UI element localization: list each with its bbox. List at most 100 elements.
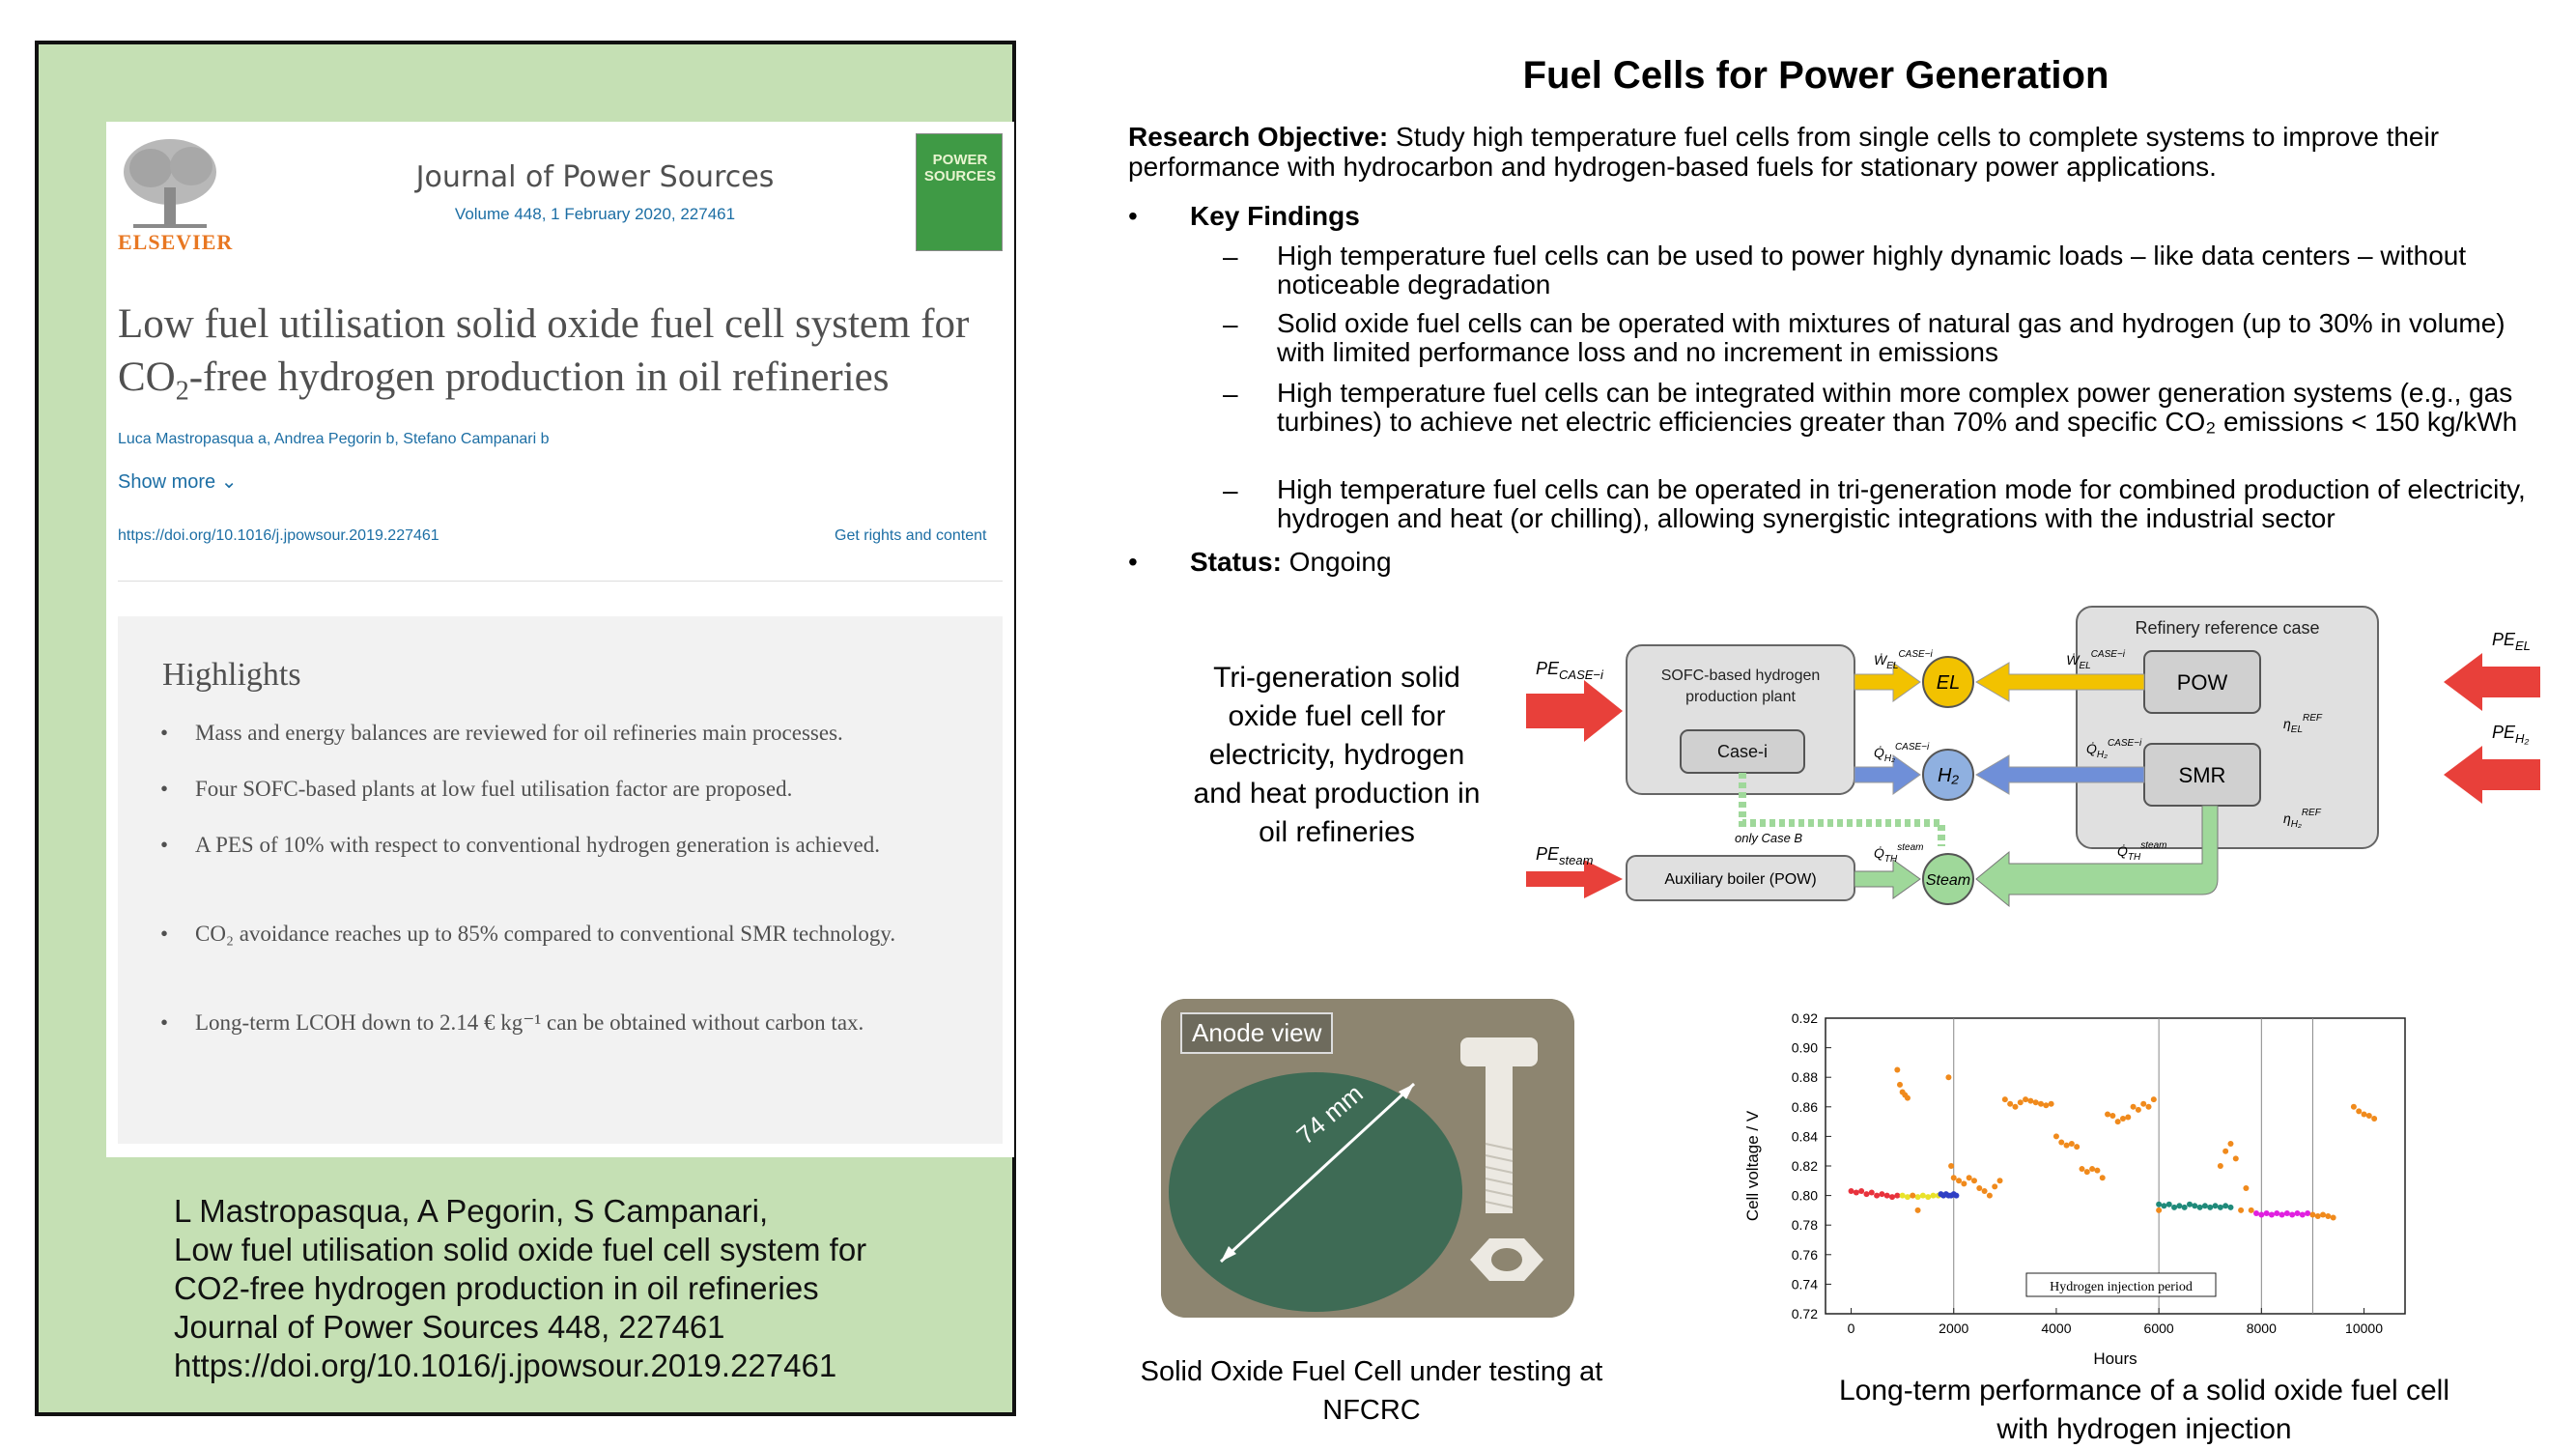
data-point xyxy=(1889,1194,1896,1201)
data-point xyxy=(2023,1096,2029,1103)
data-point xyxy=(2222,1148,2229,1154)
paper-title-co: CO xyxy=(118,355,176,400)
x-tick-label: 0 xyxy=(1848,1321,1855,1336)
data-point xyxy=(2365,1112,2372,1119)
data-point xyxy=(2145,1103,2152,1110)
data-point xyxy=(2207,1204,2214,1210)
data-point xyxy=(2079,1166,2085,1173)
paper-screenshot: ELSEVIER Journal of Power Sources Volume… xyxy=(106,122,1014,1157)
data-point xyxy=(2074,1144,2081,1151)
highlight-text: A PES of 10% with respect to conventiona… xyxy=(195,833,880,857)
x-tick-label: 2000 xyxy=(1939,1321,1968,1336)
data-point xyxy=(1863,1191,1870,1198)
divider xyxy=(118,581,1003,582)
data-point xyxy=(2125,1114,2132,1121)
data-point xyxy=(2309,1211,2316,1218)
data-point xyxy=(2253,1209,2260,1216)
data-point xyxy=(2109,1112,2116,1119)
anode-view-label: Anode view xyxy=(1180,1012,1334,1054)
data-point xyxy=(2227,1141,2234,1148)
data-point xyxy=(1914,1207,1921,1213)
data-point xyxy=(2371,1116,2378,1122)
data-point xyxy=(1970,1178,1977,1184)
highlight-item: A PES of 10% with respect to conventiona… xyxy=(160,829,974,862)
q-h2-label: Q̇H₂CASE−i xyxy=(1874,742,1930,764)
data-point xyxy=(2320,1211,2327,1218)
data-point xyxy=(2314,1213,2321,1220)
data-point xyxy=(2043,1102,2050,1109)
data-point xyxy=(1992,1183,1998,1190)
dash-icon: – xyxy=(1223,309,1238,339)
dash-icon: – xyxy=(1223,475,1238,505)
data-point xyxy=(1925,1194,1932,1201)
refinery-label: Refinery reference case xyxy=(2135,618,2319,638)
data-point xyxy=(2279,1211,2285,1218)
key-findings-label: Key Findings xyxy=(1190,201,1360,231)
data-point xyxy=(1868,1189,1875,1196)
y-tick-label: 0.82 xyxy=(1792,1158,1818,1174)
data-point xyxy=(2017,1099,2024,1106)
journal-name[interactable]: Journal of Power Sources xyxy=(415,160,775,194)
data-point xyxy=(2305,1209,2311,1216)
case-label: Case-i xyxy=(1717,742,1768,761)
data-point xyxy=(2105,1111,2111,1118)
data-point xyxy=(1853,1189,1859,1196)
paper-title-line1: Low fuel utilisation solid oxide fuel ce… xyxy=(118,301,970,347)
rights-link[interactable]: Get rights and content xyxy=(835,527,987,544)
steam-node xyxy=(1922,853,1974,905)
data-point xyxy=(2135,1106,2141,1113)
y-tick-label: 0.86 xyxy=(1792,1099,1818,1115)
h2-label: H₂ xyxy=(1938,765,1959,786)
highlights-box: Highlights Mass and energy balances are … xyxy=(118,616,1003,1144)
data-point xyxy=(2227,1204,2234,1210)
data-point xyxy=(2114,1119,2121,1125)
highlight-text: Mass and energy balances are reviewed fo… xyxy=(195,721,843,745)
journal-cover[interactable]: POWER SOURCES xyxy=(916,133,1003,251)
y-tick-label: 0.92 xyxy=(1792,1010,1818,1026)
sofc-plant-label: SOFC-based hydrogen xyxy=(1661,668,1821,684)
highlight-item: CO₂ avoidance reaches up to 85% compared… xyxy=(160,918,974,951)
poster-title: Fuel Cells for Power Generation xyxy=(1522,54,2109,97)
data-point xyxy=(2176,1203,2183,1209)
paper-title-line2: -free hydrogen production in oil refiner… xyxy=(188,355,890,400)
voltage-chart: 0.720.740.760.780.800.820.840.860.880.90… xyxy=(1743,1010,2406,1368)
q-h2-arrow xyxy=(1854,754,1921,795)
data-point xyxy=(2283,1209,2290,1216)
journal-volume[interactable]: Volume 448, 1 February 2020, 227461 xyxy=(454,205,736,223)
highlight-text: CO₂ avoidance reaches up to 85% compared… xyxy=(195,922,896,946)
data-point xyxy=(2325,1213,2332,1220)
data-point xyxy=(2217,1204,2223,1210)
trigeneration-diagram: SOFC-based hydrogen production plant Cas… xyxy=(1526,606,2540,908)
finding-item: High temperature fuel cells can be opera… xyxy=(1277,474,2526,533)
objective-text: Study high temperature fuel cells from s… xyxy=(1128,122,2440,182)
data-point xyxy=(2238,1207,2245,1213)
w-el-ref-arrow xyxy=(1975,662,2145,702)
data-point xyxy=(2094,1167,2101,1174)
citation-line: CO2-free hydrogen production in oil refi… xyxy=(174,1270,819,1306)
el-label: EL xyxy=(1937,672,1960,694)
doi-link[interactable]: https://doi.org/10.1016/j.jpowsour.2019.… xyxy=(118,527,439,544)
el-node xyxy=(1922,656,1974,708)
chart-annotation: Hydrogen injection period xyxy=(2050,1280,2193,1294)
sofc-plant-label-2: production plant xyxy=(1685,689,1796,705)
data-point xyxy=(1874,1192,1881,1199)
q-th-arrow xyxy=(1854,859,1921,899)
data-point xyxy=(2119,1116,2126,1122)
data-point xyxy=(2243,1184,2250,1191)
show-more-link[interactable]: Show more ⌄ xyxy=(118,469,237,494)
data-point xyxy=(2289,1211,2296,1218)
data-point xyxy=(1919,1192,1926,1199)
paper-authors[interactable]: Luca Mastropasqua a, Andrea Pegorin b, S… xyxy=(118,431,550,447)
y-tick-label: 0.88 xyxy=(1792,1069,1818,1085)
data-point xyxy=(2156,1201,2163,1208)
citation-doi[interactable]: https://doi.org/10.1016/j.jpowsour.2019.… xyxy=(174,1348,837,1383)
citation-line: L Mastropasqua, A Pegorin, S Campanari, xyxy=(174,1193,769,1229)
highlights-title: Highlights xyxy=(162,657,301,693)
data-point xyxy=(2248,1207,2254,1213)
data-point xyxy=(2140,1100,2147,1107)
dimension-line xyxy=(1219,1082,1416,1264)
data-point xyxy=(1981,1188,1988,1195)
data-point xyxy=(1966,1175,1972,1181)
finding-item: High temperature fuel cells can be used … xyxy=(1277,241,2467,299)
photo-illustration: 74 mm xyxy=(1161,999,1574,1318)
